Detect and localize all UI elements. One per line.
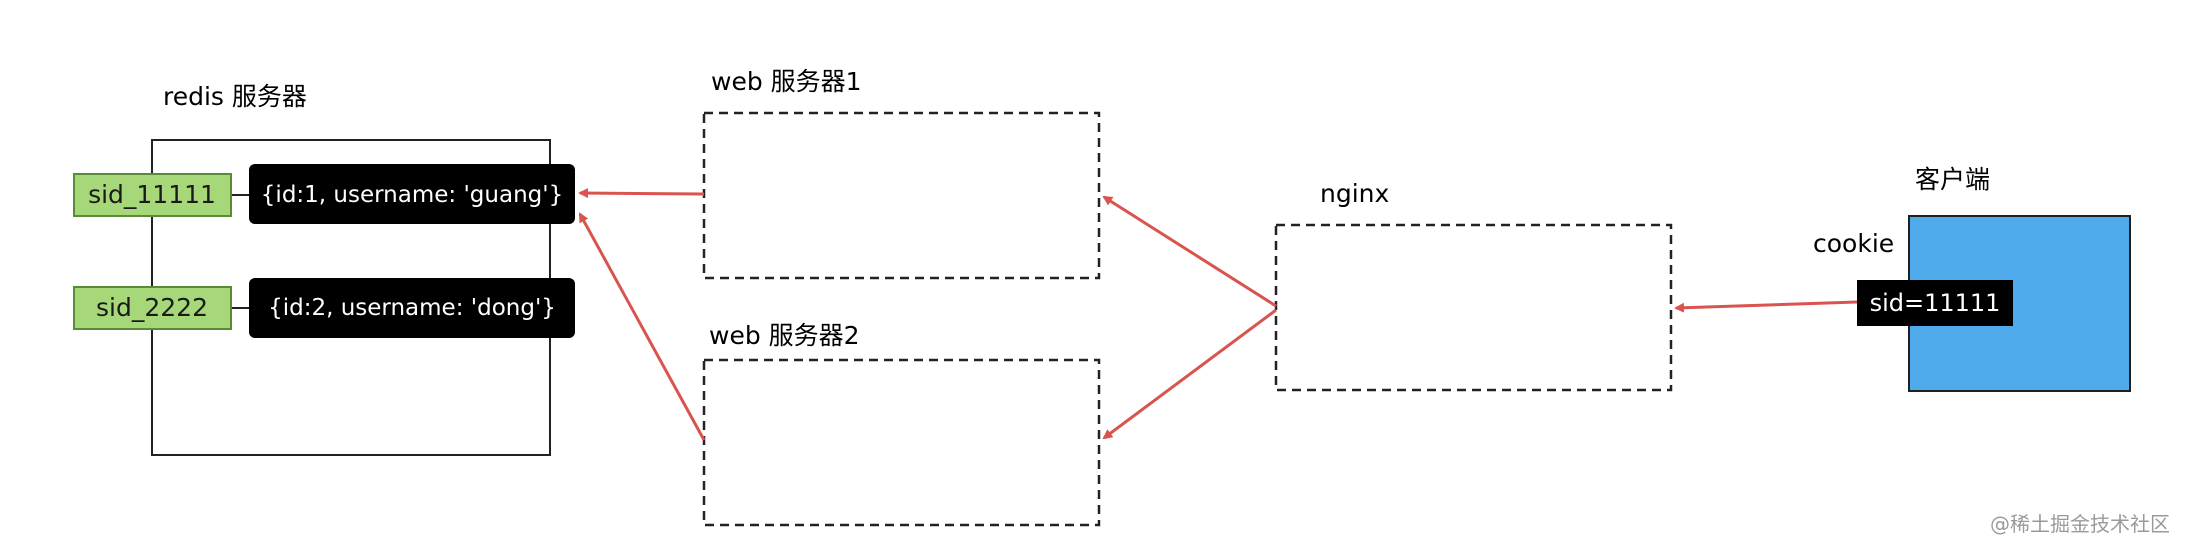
arrow-web-server-2-to-redis: [578, 212, 706, 441]
web-server-box: [702, 111, 1101, 280]
session-value-box: [249, 164, 575, 224]
arrow-nginx-to-web-server-2: [1102, 308, 1277, 440]
redis-server: redis 服务器 sid_11111 {id:1, username: 'gu…: [73, 82, 575, 456]
web-server: web 服务器2: [702, 321, 1101, 527]
arrow-client-to-nginx: [1674, 300, 1858, 313]
nginx-box: [1274, 223, 1673, 392]
session-value: {id:1, username: 'guang'}: [261, 182, 563, 208]
web-server: web 服务器1: [702, 67, 1101, 280]
client: 客户端 cookie sid=11111: [1813, 165, 2131, 392]
session-key: sid_11111: [88, 180, 216, 209]
redis-title: redis 服务器: [163, 82, 307, 111]
cookie-label: cookie: [1813, 229, 1894, 258]
web-server-label: web 服务器1: [711, 67, 862, 96]
session-key-box: [73, 286, 232, 330]
session-value: {id:2, username: 'dong'}: [268, 295, 556, 321]
session-value-box: [249, 278, 575, 338]
nginx-label: nginx: [1320, 179, 1389, 208]
web-server-label: web 服务器2: [709, 321, 860, 350]
arrow-web-server-1-to-redis: [578, 188, 705, 199]
arrow-nginx-to-web-server-1: [1102, 195, 1277, 308]
watermark: @稀土掘金技术社区: [1990, 512, 2170, 536]
session-key-box: [73, 173, 232, 217]
session-key: sid_2222: [96, 293, 208, 322]
cookie-value-box: [1857, 280, 2013, 326]
session-entry: sid_2222 {id:2, username: 'dong'}: [73, 278, 575, 338]
client-label: 客户端: [1915, 165, 1990, 194]
session-entry: sid_11111 {id:1, username: 'guang'}: [73, 164, 575, 224]
connection-arrows: [578, 188, 1858, 441]
cookie-value: sid=11111: [1870, 289, 2001, 317]
web-server-box: [702, 358, 1101, 527]
nginx: nginx: [1274, 179, 1673, 392]
